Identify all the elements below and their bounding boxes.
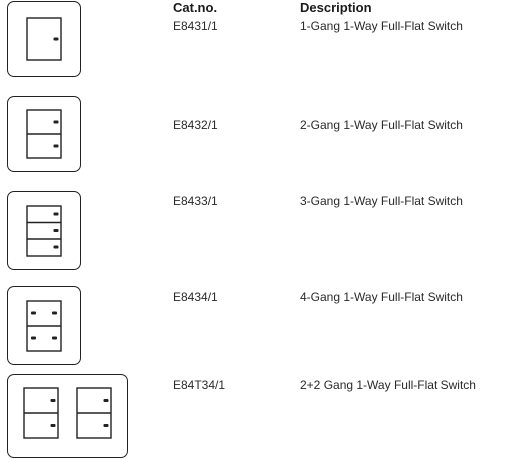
two-gang-switch-icon [7,96,81,172]
description-4: 4-Gang 1-Way Full-Flat Switch [300,290,463,304]
four-gang-switch-icon [7,286,81,365]
cat-no-5: E84T34/1 [173,378,226,392]
column-header-description: Description [300,0,372,15]
cat-no-3: E8433/1 [173,194,218,208]
column-header-cat-no: Cat.no. [173,0,218,15]
one-gang-switch-icon [7,1,81,77]
cat-no-2: E8432/1 [173,118,218,132]
description-2: 2-Gang 1-Way Full-Flat Switch [300,118,463,132]
cat-no-4: E8434/1 [173,290,218,304]
description-3: 3-Gang 1-Way Full-Flat Switch [300,194,463,208]
description-5: 2+2 Gang 1-Way Full-Flat Switch [300,378,476,392]
description-1: 1-Gang 1-Way Full-Flat Switch [300,19,463,33]
three-gang-switch-icon [7,191,81,270]
cat-no-1: E8431/1 [173,19,218,33]
two-plus-two-gang-switch-icon [7,374,128,458]
